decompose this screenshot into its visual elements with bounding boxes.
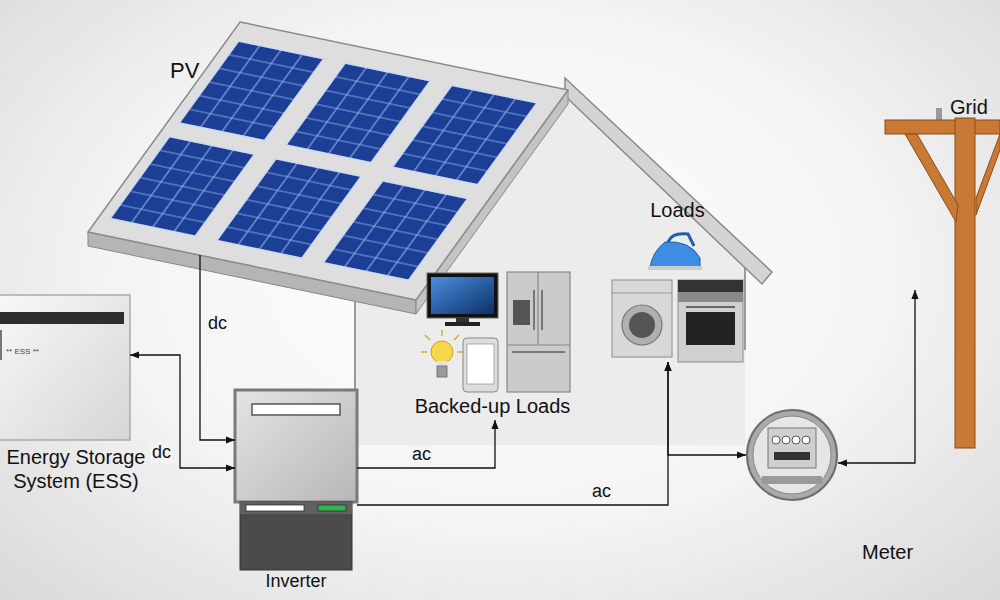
power-converter: Inverter xyxy=(235,390,357,570)
television-icon xyxy=(427,273,498,318)
power-connector xyxy=(357,420,495,468)
component-label: Grid xyxy=(950,95,988,119)
component-label: Energy Storage System (ESS) xyxy=(0,445,152,493)
fridge-icon xyxy=(507,272,570,392)
phone-icon xyxy=(463,338,498,392)
washer-icon xyxy=(612,293,672,294)
battery-cabinet: ** ESS **Energy Storage System (ESS) xyxy=(0,295,130,440)
fridge-icon xyxy=(513,300,530,325)
meter-device xyxy=(774,452,810,460)
fridge-icon xyxy=(507,272,570,392)
current-type: ac xyxy=(410,445,433,465)
iron-icon xyxy=(648,266,702,270)
meter-device xyxy=(753,416,831,494)
meter-device xyxy=(802,436,810,444)
power-converter xyxy=(235,390,357,570)
power-converter xyxy=(240,502,352,514)
component-label: Backed-up Loads xyxy=(405,394,580,418)
power-converter xyxy=(235,390,357,502)
washer-icon xyxy=(629,312,655,338)
utility-pole xyxy=(976,134,1000,215)
phone-icon xyxy=(463,338,498,392)
oven-icon xyxy=(678,292,743,302)
washer-icon xyxy=(612,280,672,357)
bulb-icon xyxy=(421,330,463,377)
solar-roof xyxy=(88,22,568,300)
meter-device xyxy=(768,428,816,468)
oven-icon xyxy=(678,280,743,362)
backup-appliances: Backed-up Loads xyxy=(405,268,580,420)
television-icon xyxy=(445,322,480,326)
battery-cabinet xyxy=(0,295,130,440)
television-icon xyxy=(456,318,469,322)
meter-device xyxy=(762,476,822,484)
meter-device xyxy=(772,436,780,444)
iron-icon xyxy=(668,234,694,246)
phone-icon xyxy=(467,344,494,384)
solar-roof xyxy=(88,22,568,314)
utility-pole xyxy=(955,118,975,448)
solar-roof xyxy=(323,181,468,281)
television-icon xyxy=(431,277,494,314)
battery-cabinet xyxy=(0,295,130,440)
house-appliances: Loads xyxy=(605,198,750,362)
battery-cabinet xyxy=(0,330,2,360)
power-converter xyxy=(252,404,340,415)
power-connector xyxy=(357,362,668,505)
current-type: dc xyxy=(150,443,173,463)
current-type: ac xyxy=(590,482,613,502)
power-converter xyxy=(240,502,352,570)
house-outline xyxy=(565,78,772,284)
oven-icon xyxy=(678,280,743,362)
oven-icon xyxy=(686,306,735,308)
component-label: Inverter xyxy=(235,571,357,593)
utility-pole xyxy=(936,108,942,120)
power-converter xyxy=(246,505,304,511)
component-label: PV xyxy=(170,58,199,84)
utility-pole: Grid xyxy=(885,95,998,290)
bulb-icon xyxy=(437,361,447,366)
meter-device xyxy=(747,410,837,500)
power-connector xyxy=(838,290,915,463)
meter-device xyxy=(782,436,790,444)
power-connector xyxy=(668,362,746,455)
utility-pole xyxy=(885,120,1000,134)
bulb-icon xyxy=(431,341,453,363)
battery-cabinet xyxy=(0,312,124,324)
washer-icon xyxy=(612,280,672,357)
solar-roof xyxy=(88,22,568,300)
iron-icon xyxy=(648,234,702,270)
fridge-icon xyxy=(512,290,565,352)
television-icon xyxy=(427,273,498,326)
meter-device xyxy=(747,410,837,500)
utility-counter: Meter xyxy=(746,409,838,501)
fridge-icon xyxy=(507,272,570,345)
power-connector xyxy=(200,255,235,440)
component-label: Meter xyxy=(862,540,913,564)
solar-roof xyxy=(392,85,537,185)
power-connector xyxy=(130,355,235,468)
power-converter xyxy=(318,505,346,511)
oven-icon xyxy=(686,312,735,345)
washer-icon xyxy=(622,305,662,345)
component-label: Loads xyxy=(605,198,750,222)
solar-array: PV xyxy=(150,50,550,255)
utility-pole xyxy=(885,108,1000,448)
meter-device xyxy=(792,436,800,444)
bulb-icon xyxy=(437,366,447,377)
oven-icon xyxy=(678,280,743,292)
current-type: dc xyxy=(206,314,229,334)
device-marking: ** ESS ** xyxy=(6,347,39,357)
utility-pole xyxy=(905,134,958,222)
